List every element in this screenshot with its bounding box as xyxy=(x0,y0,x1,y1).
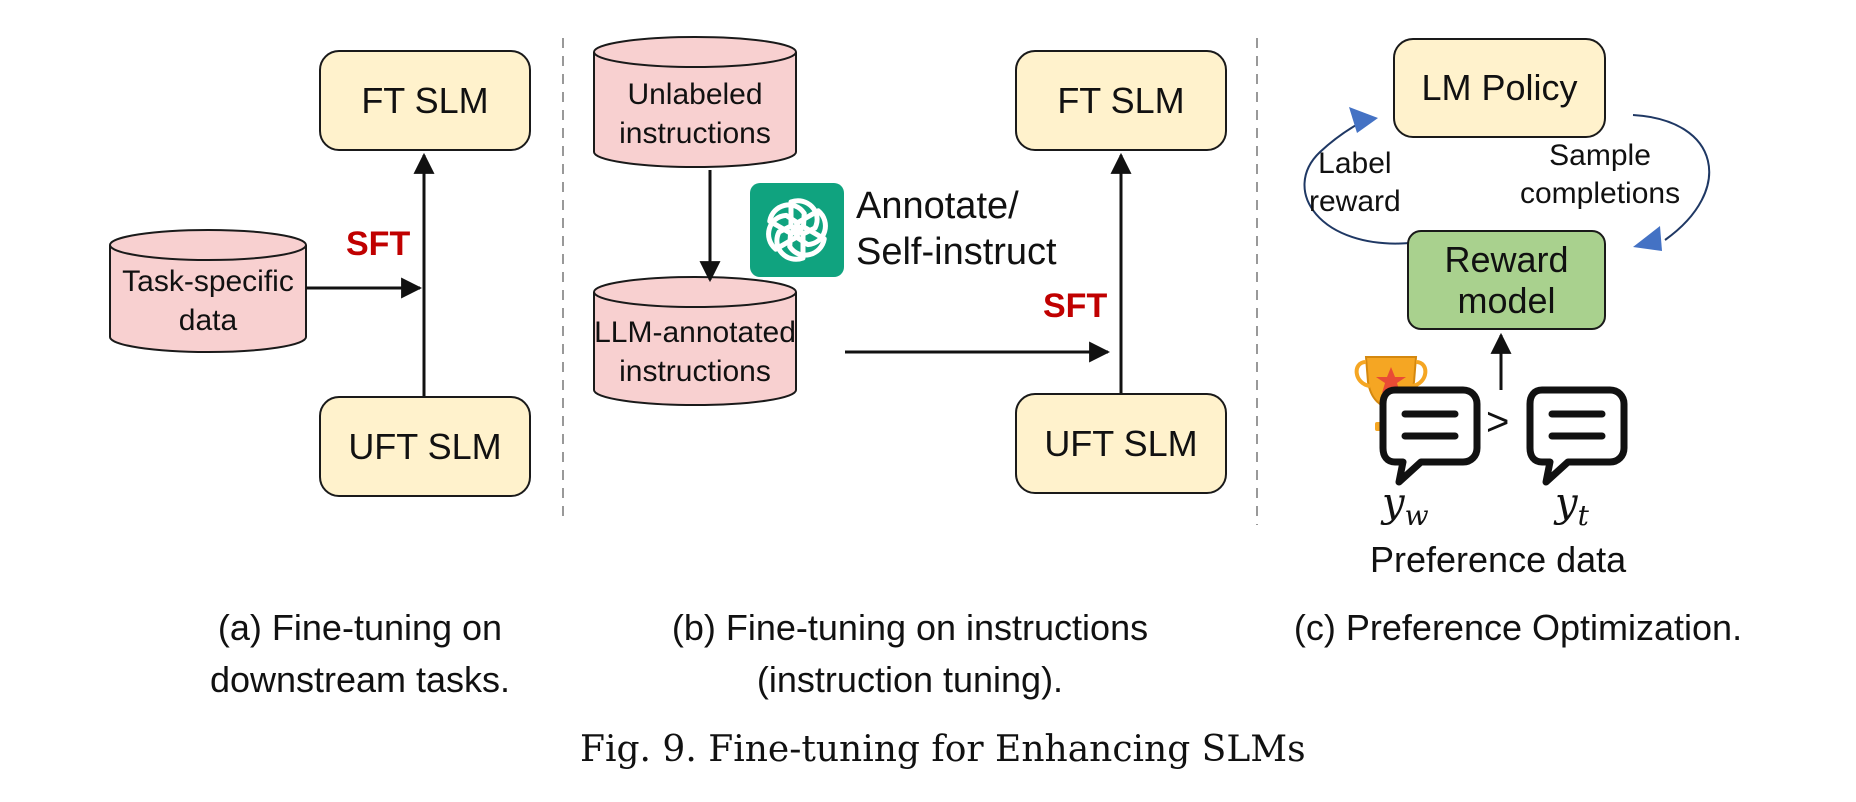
ft-slm-box-b: FT SLM xyxy=(1015,50,1227,151)
caption-b: (b) Fine-tuning on instructions (instruc… xyxy=(620,602,1200,706)
uft-slm-box-a: UFT SLM xyxy=(319,396,531,497)
reward-model-box: Reward model xyxy=(1407,230,1606,330)
caption-c-line1: (c) Preference Optimization. xyxy=(1293,607,1743,648)
caption-c: (c) Preference Optimization. xyxy=(1258,602,1778,654)
annotate-label: Annotate/ Self-instruct xyxy=(856,184,1057,275)
annotated-instructions-label: LLM-annotated instructions xyxy=(594,313,796,391)
sample-completions-line1: Sample xyxy=(1549,139,1651,172)
unlabeled-line1: Unlabeled xyxy=(627,78,763,111)
label-reward-line1: Label xyxy=(1318,147,1392,180)
uft-slm-label-a: UFT SLM xyxy=(348,425,502,467)
uft-slm-box-b: UFT SLM xyxy=(1015,393,1227,494)
label-reward-line2: reward xyxy=(1309,184,1401,218)
chat-bubble-icon-loser xyxy=(1526,386,1628,486)
annotate-line1: Annotate/ xyxy=(856,185,1019,227)
unlabeled-instructions-cylinder xyxy=(593,36,797,168)
task-data-line2: data xyxy=(178,304,238,337)
unlabeled-line2: instructions xyxy=(619,117,771,150)
y-t-base: y xyxy=(1555,480,1578,526)
greater-than-symbol: > xyxy=(1486,400,1510,444)
unlabeled-instructions-label: Unlabeled instructions xyxy=(594,75,796,153)
caption-a: (a) Fine-tuning on downstream tasks. xyxy=(150,602,570,706)
y-w-sub: w xyxy=(1404,499,1429,532)
caption-b-line2: (instruction tuning). xyxy=(756,659,1064,701)
sft-label-a: SFT xyxy=(346,225,411,263)
task-data-label: Task-specific data xyxy=(110,262,306,340)
reward-model-line1: Reward xyxy=(1444,238,1569,280)
sample-completions-text: Sample completions xyxy=(1520,137,1680,212)
y-t-sub: t xyxy=(1577,499,1589,532)
uft-slm-label-b: UFT SLM xyxy=(1044,422,1198,464)
arc-sample-completions xyxy=(1632,114,1711,241)
ft-slm-box-a: FT SLM xyxy=(319,50,531,151)
lm-policy-box: LM Policy xyxy=(1393,38,1606,138)
sft-label-b: SFT xyxy=(1043,287,1108,325)
annotated-line2: instructions xyxy=(619,355,771,388)
y-w-label: yw xyxy=(1382,480,1429,532)
chat-bubble-icon-winner xyxy=(1379,386,1481,486)
lm-policy-label: LM Policy xyxy=(1421,67,1578,109)
arc-label-reward xyxy=(1303,119,1411,245)
caption-b-line1: (b) Fine-tuning on instructions xyxy=(671,607,1149,648)
preference-data-label: Preference data xyxy=(1370,539,1627,580)
annotate-line2: Self-instruct xyxy=(856,230,1057,273)
task-data-line1: Task-specific xyxy=(122,265,294,298)
openai-logo-icon xyxy=(750,183,844,277)
annotated-line1: LLM-annotated xyxy=(594,316,796,349)
arrowhead-sample-completions xyxy=(1633,226,1662,251)
task-data-cylinder xyxy=(109,229,307,353)
sample-completions-line2: completions xyxy=(1520,176,1681,210)
ft-slm-label-b: FT SLM xyxy=(1057,79,1185,121)
caption-a-line2: downstream tasks. xyxy=(209,659,511,701)
label-reward-text: Label reward xyxy=(1309,145,1401,220)
figure-caption: Fig. 9. Fine-tuning for Enhancing SLMs xyxy=(580,729,1306,770)
y-t-label: yt xyxy=(1555,480,1589,532)
y-w-base: y xyxy=(1382,480,1405,526)
caption-a-line1: (a) Fine-tuning on xyxy=(217,607,503,648)
ft-slm-label-a: FT SLM xyxy=(361,79,489,121)
annotated-instructions-cylinder xyxy=(593,276,797,406)
reward-model-line2: model xyxy=(1457,280,1556,321)
arrowhead-label-reward xyxy=(1349,107,1378,133)
